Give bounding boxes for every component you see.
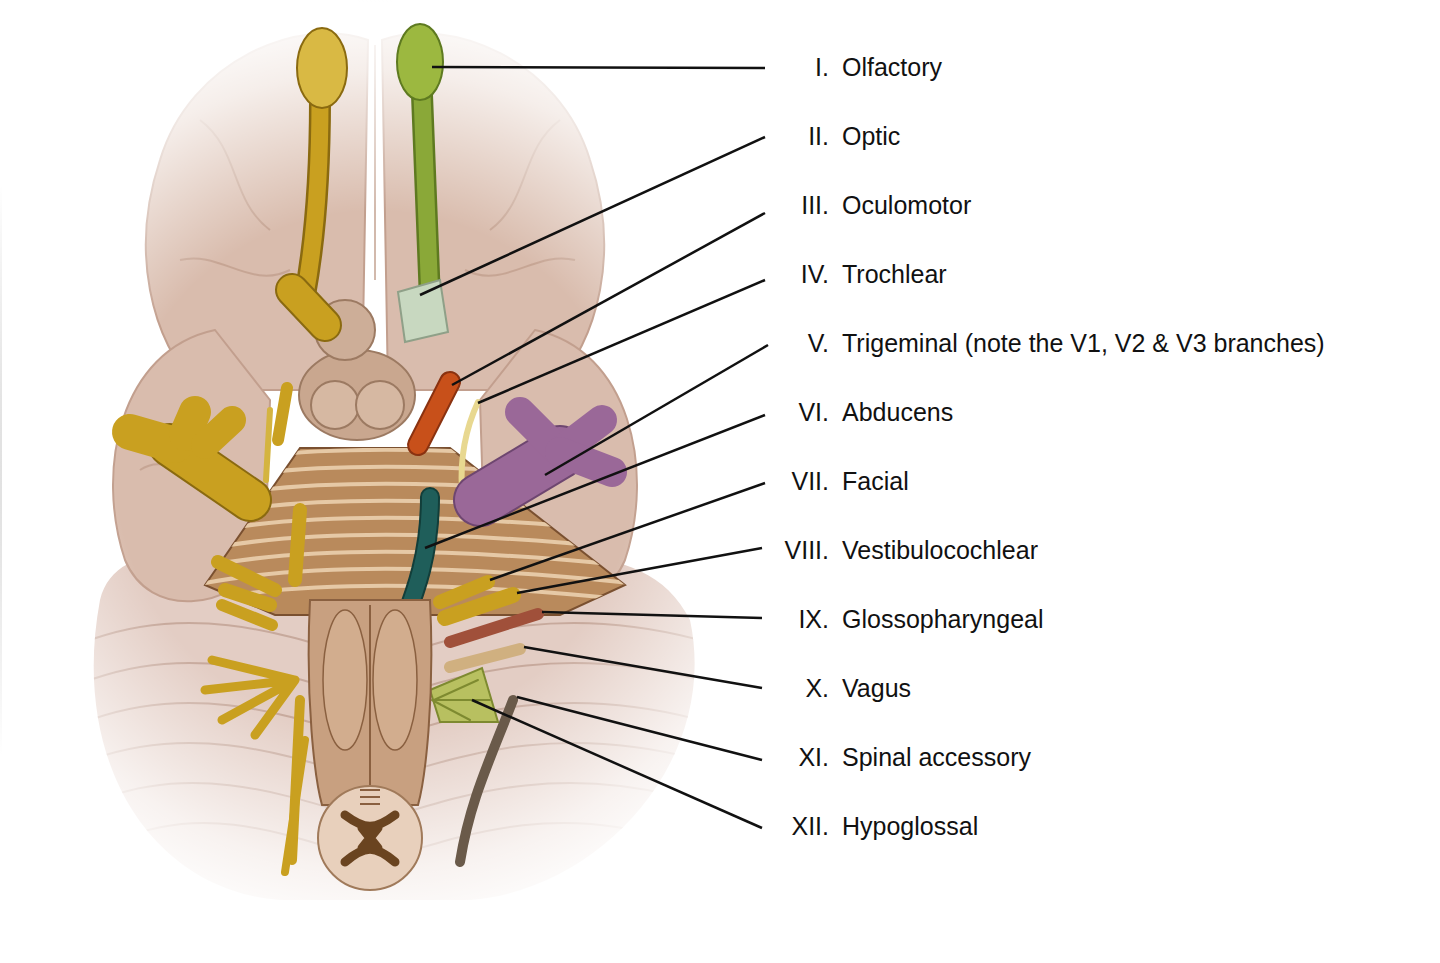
- nerve-label: Vagus: [842, 673, 911, 703]
- nerve-label: Hypoglossal: [842, 811, 978, 841]
- callout-number: IV.: [801, 259, 829, 289]
- medulla-part: [318, 786, 422, 890]
- callout-number: VIII.: [785, 535, 829, 565]
- leader-lines-part: [478, 280, 765, 403]
- left-nerves-part: [305, 100, 320, 295]
- medulla-part: [360, 790, 380, 804]
- right-nerves-part: [422, 95, 430, 300]
- right-nerves-part: [445, 595, 513, 618]
- right-nerves-part: [460, 700, 513, 862]
- leader-lines-part: [517, 697, 762, 760]
- right-nerves-part: [398, 280, 448, 342]
- callout-number: III.: [801, 190, 829, 220]
- nerve-label: Optic: [842, 121, 900, 151]
- leader-lines-part: [472, 700, 762, 828]
- nerve-label: Spinal accessory: [842, 742, 1031, 772]
- nerve-label: Facial: [842, 466, 909, 496]
- medulla-part: [369, 605, 371, 800]
- right-nerves: [397, 24, 612, 862]
- leader-lines-part: [542, 612, 762, 618]
- right-nerves-part: [418, 382, 450, 445]
- leader-lines-part: [545, 345, 768, 475]
- left-nerves-part: [292, 290, 325, 325]
- medulla-part: [309, 600, 432, 805]
- diencephalon-part: [299, 350, 415, 440]
- nerve-label: Oculomotor: [842, 190, 971, 220]
- medulla: [309, 600, 432, 890]
- left-nerves-part: [295, 510, 300, 580]
- diencephalon-part: [311, 381, 359, 429]
- left-nerves-part: [266, 410, 270, 480]
- leader-lines-part: [425, 415, 765, 548]
- right-nerves-part: [450, 649, 520, 667]
- callout-number: II.: [808, 121, 829, 151]
- nerve-label: Trigeminal (note the V1, V2 & V3 branche…: [842, 328, 1325, 358]
- callout-number: V.: [808, 328, 829, 358]
- diencephalon-part: [356, 381, 404, 429]
- callout-number: X.: [805, 673, 829, 703]
- nerve-label: Vestibulocochlear: [842, 535, 1038, 565]
- left-nerves-part: [130, 432, 175, 445]
- leader-lines-part: [432, 67, 765, 68]
- right-nerves-part: [430, 668, 498, 722]
- left-nerves-part: [285, 740, 305, 872]
- leader-lines-part: [524, 647, 762, 688]
- nerve-label: Abducens: [842, 397, 953, 427]
- nerve-label: Glossopharyngeal: [842, 604, 1044, 634]
- left-nerves-part: [205, 660, 295, 735]
- left-nerves-part: [305, 100, 320, 295]
- right-nerves-part: [397, 24, 443, 100]
- left-nerves-part: [297, 28, 347, 108]
- right-nerves-part: [418, 382, 450, 445]
- left-nerves-part: [185, 412, 195, 435]
- callout-number: IX.: [798, 604, 829, 634]
- leader-lines-part: [420, 137, 765, 295]
- left-nerves-part: [278, 388, 287, 440]
- right-nerves-part: [432, 680, 490, 720]
- callout-number: VI.: [798, 397, 829, 427]
- left-nerves-part: [205, 420, 232, 445]
- right-nerves-part: [422, 95, 430, 300]
- leader-lines: [420, 67, 768, 828]
- callout-number: I.: [815, 52, 829, 82]
- callout-number: VII.: [791, 466, 829, 496]
- left-nerves-part: [222, 605, 272, 625]
- right-nerves-part: [450, 614, 538, 642]
- medulla-part: [323, 610, 367, 750]
- callout-number: XII.: [791, 811, 829, 841]
- nerve-label: Trochlear: [842, 259, 947, 289]
- left-nerves-part: [292, 290, 325, 325]
- leader-lines-part: [490, 483, 765, 580]
- medulla-part: [345, 815, 395, 862]
- callout-number: XI.: [798, 742, 829, 772]
- leader-lines-part: [517, 548, 762, 593]
- medulla-part: [373, 610, 417, 750]
- nerve-label: Olfactory: [842, 52, 942, 82]
